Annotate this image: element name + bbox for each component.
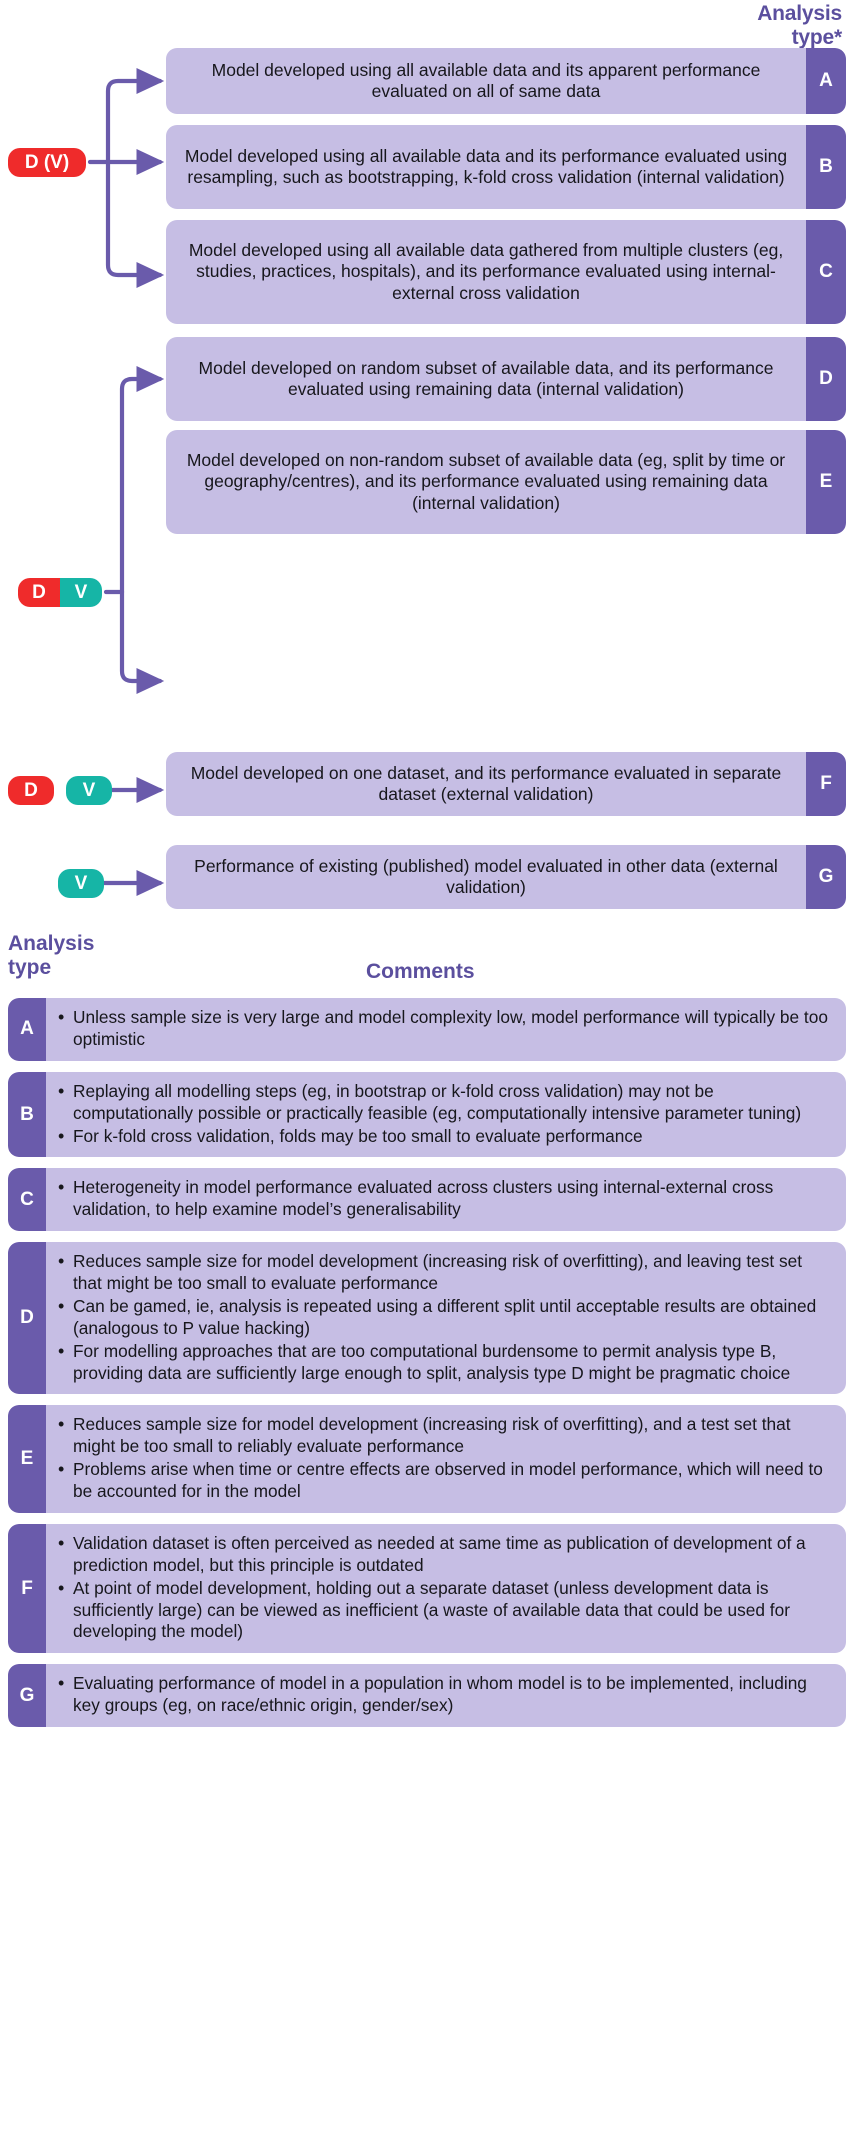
flow-box-g[interactable]: Performance of existing (published) mode… [166,845,846,909]
comments-row-a-body: Unless sample size is very large and mod… [46,998,846,1061]
flow-box-d[interactable]: Model developed on random subset of avai… [166,337,846,421]
source-pill-d-v-separate[interactable]: D V [8,776,112,805]
pill-label-d-separate: D [8,776,54,805]
comments-row-b[interactable]: B Replaying all modelling steps (eg, in … [8,1071,846,1158]
flow-header-line1: Analysis [757,2,842,25]
comments-row-e-list: Reduces sample size for model developmen… [56,1413,834,1503]
list-item: At point of model development, holding o… [58,1577,834,1644]
comments-row-d-body: Reduces sample size for model developmen… [46,1242,846,1394]
flow-box-d-text: Model developed on random subset of avai… [198,357,774,399]
comments-row-b-list: Replaying all modelling steps (eg, in bo… [56,1080,834,1148]
comments-row-f-list: Validation dataset is often perceived as… [56,1532,834,1644]
flow-box-e-tag: E [806,430,846,534]
list-item: Reduces sample size for model developmen… [58,1250,834,1295]
comments-header-comments: Comments [366,960,475,983]
comments-row-d-list: Reduces sample size for model developmen… [56,1250,834,1385]
comments-row-c-tag: C [8,1168,46,1232]
flow-box-f-tag: F [806,752,846,816]
flow-box-g-tag: G [806,845,846,909]
source-pill-d-v-joined[interactable]: D V [18,578,102,607]
list-item: Validation dataset is often perceived as… [58,1532,834,1577]
comments-row-a[interactable]: A Unless sample size is very large and m… [8,998,846,1061]
list-item: Can be gamed, ie, analysis is repeated u… [58,1295,834,1340]
flow-box-c-tag: C [806,220,846,324]
pill-label-v-only: V [58,869,104,898]
comments-header-analysis-type: Analysis type [8,932,94,979]
comments-row-a-list: Unless sample size is very large and mod… [56,1006,834,1051]
pill-label-d-joined: D [18,578,60,607]
comments-row-f-tag: F [8,1523,46,1654]
list-item: For modelling approaches that are too co… [58,1340,834,1385]
flow-box-e[interactable]: Model developed on non-random subset of … [166,430,846,534]
comments-row-b-tag: B [8,1071,46,1158]
flow-box-a-text: Model developed using all available data… [211,59,761,101]
comments-row-c[interactable]: C Heterogeneity in model performance eva… [8,1168,846,1232]
comments-row-c-body: Heterogeneity in model performance evalu… [46,1168,846,1231]
flow-box-a-tag: A [806,48,846,114]
flow-box-b-tag: B [806,125,846,209]
flow-box-f[interactable]: Model developed on one dataset, and its … [166,752,846,816]
comments-row-a-tag: A [8,998,46,1061]
flow-header-line2: type* [791,25,843,49]
comments-row-b-body: Replaying all modelling steps (eg, in bo… [46,1072,846,1158]
comments-row-d[interactable]: D Reduces sample size for model developm… [8,1242,846,1395]
flow-box-f-text: Model developed on one dataset, and its … [190,762,782,804]
comments-row-d-tag: D [8,1242,46,1395]
flow-box-g-text: Performance of existing (published) mode… [194,855,778,897]
flow-box-e-text: Model developed on non-random subset of … [186,449,786,513]
comments-row-f-body: Validation dataset is often perceived as… [46,1524,846,1653]
pill-label-dv-paren: D (V) [8,148,86,177]
flow-header-analysis-type: Analysis type* [662,2,842,49]
list-item: For k-fold cross validation, folds may b… [58,1125,834,1148]
list-item: Problems arise when time or centre effec… [58,1458,834,1503]
comments-table-header: Analysis type Comments [0,930,854,998]
comments-header-line2: type [8,955,52,979]
comments-row-f[interactable]: F Validation dataset is often perceived … [8,1523,846,1654]
flow-box-b-text: Model developed using all available data… [184,145,788,187]
comments-row-g-list: Evaluating performance of model in a pop… [56,1672,834,1717]
flow-box-a[interactable]: Model developed using all available data… [166,48,846,114]
list-item: Unless sample size is very large and mod… [58,1006,834,1051]
comments-row-g-tag: G [8,1664,46,1727]
comments-header-line1: Analysis [8,932,95,955]
comments-row-g[interactable]: G Evaluating performance of model in a p… [8,1664,846,1727]
source-pill-v-only[interactable]: V [58,869,104,898]
list-item: Reduces sample size for model developmen… [58,1413,834,1458]
list-item: Heterogeneity in model performance evalu… [58,1176,834,1221]
comments-row-e[interactable]: E Reduces sample size for model developm… [8,1405,846,1513]
comments-row-c-list: Heterogeneity in model performance evalu… [56,1176,834,1221]
flow-box-d-tag: D [806,337,846,421]
comments-row-e-tag: E [8,1405,46,1513]
pill-label-v-separate: V [66,776,112,805]
list-item: Evaluating performance of model in a pop… [58,1672,834,1717]
flow-box-c-text: Model developed using all available data… [188,239,784,303]
list-item: Replaying all modelling steps (eg, in bo… [58,1080,834,1125]
pill-label-v-joined: V [60,578,102,607]
source-pill-d-paren-v[interactable]: D (V) [8,148,86,177]
flow-box-b[interactable]: Model developed using all available data… [166,125,846,209]
analysis-type-flow-diagram: Analysis type* D (V) [0,0,854,930]
comments-row-e-body: Reduces sample size for model developmen… [46,1405,846,1513]
comments-row-g-body: Evaluating performance of model in a pop… [46,1664,846,1727]
comments-table: Analysis type Comments A Unless sample s… [0,930,854,1738]
flow-box-c[interactable]: Model developed using all available data… [166,220,846,324]
